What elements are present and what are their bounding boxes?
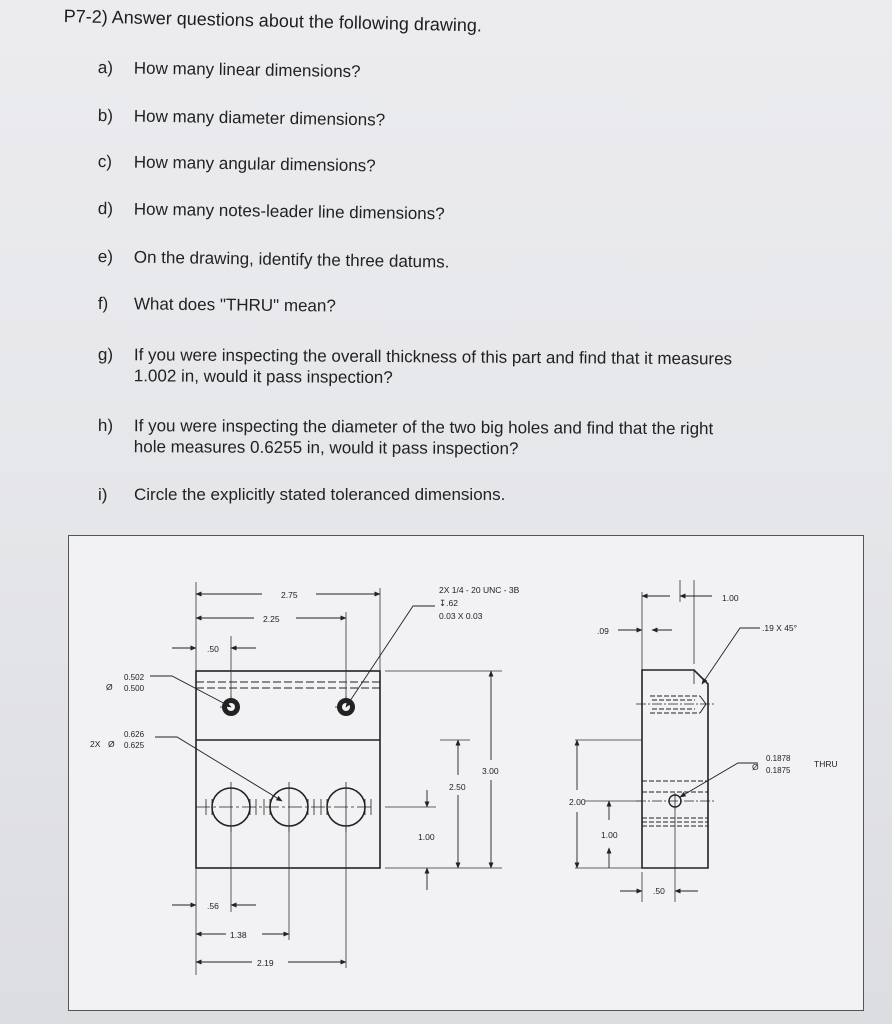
dim-3-00: 3.00 bbox=[482, 766, 499, 776]
diameter-symbol: Ø bbox=[108, 739, 115, 749]
dim-2-25: 2.25 bbox=[263, 614, 280, 624]
question-letter: i) bbox=[98, 485, 108, 504]
dimension-text-side: 1.00 .09 .19 X 45° Ø 0.1878 0.1875 THRU … bbox=[569, 593, 838, 896]
front-view bbox=[195, 670, 381, 869]
drawing-frame bbox=[68, 535, 864, 1011]
dim-1-00-side: 1.00 bbox=[601, 830, 618, 840]
diameter-symbol: Ø bbox=[106, 682, 113, 692]
dim-0-09: .09 bbox=[597, 626, 609, 636]
question-i: i) Circle the explicitly stated tolerance… bbox=[98, 484, 505, 505]
dim-0-625: 0.625 bbox=[124, 741, 145, 750]
dim-2-00: 2.00 bbox=[569, 797, 586, 807]
dim-1-38: 1.38 bbox=[230, 930, 247, 940]
dimension-text-front: 2.75 2.25 .50 Ø 0.502 0.500 2X Ø 0.626 0… bbox=[90, 585, 520, 968]
dim-2-19: 2.19 bbox=[257, 958, 274, 968]
tapped-hole-tip bbox=[699, 695, 707, 714]
thread-note-2: ↧.62 bbox=[439, 598, 458, 608]
dim-1-00-top: 1.00 bbox=[722, 593, 739, 603]
extension-lines-side bbox=[575, 580, 695, 902]
dim-2x: 2X bbox=[90, 739, 101, 749]
dim-0-502: 0.502 bbox=[124, 673, 145, 682]
dim-0-50-side: .50 bbox=[653, 886, 665, 896]
dim-0-626: 0.626 bbox=[124, 730, 145, 739]
dimension-lines-front bbox=[172, 591, 494, 965]
dim-2-50: 2.50 bbox=[449, 782, 466, 792]
dim-0-56: .56 bbox=[207, 901, 219, 911]
front-view-outline bbox=[195, 670, 381, 869]
dim-0-50: .50 bbox=[207, 644, 219, 654]
centerlines-side bbox=[636, 703, 714, 802]
dim-2-75: 2.75 bbox=[281, 590, 298, 600]
dim-0-1878: 0.1878 bbox=[766, 754, 791, 763]
dim-0-1875: 0.1875 bbox=[766, 766, 791, 775]
leader-lines-side bbox=[679, 627, 760, 798]
hidden-lines-front bbox=[196, 681, 380, 689]
chamfer-note: .19 X 45° bbox=[762, 623, 797, 633]
side-small-hole bbox=[668, 793, 682, 809]
big-hole-centermarks bbox=[205, 782, 372, 832]
dimension-lines-side bbox=[574, 593, 712, 894]
side-view-outline bbox=[641, 669, 709, 869]
extension-lines-front bbox=[195, 582, 502, 975]
leader-lines-front bbox=[150, 605, 435, 802]
thread-note-3: 0.03 X 0.03 bbox=[439, 611, 483, 621]
side-view bbox=[641, 669, 709, 869]
thru-note: THRU bbox=[814, 759, 838, 769]
thread-note-1: 2X 1/4 - 20 UNC - 3B bbox=[439, 585, 520, 595]
dim-1-00-front: 1.00 bbox=[418, 832, 435, 842]
diameter-symbol: Ø bbox=[752, 762, 759, 772]
dim-0-500: 0.500 bbox=[124, 684, 145, 693]
question-text: Circle the explicitly stated toleranced … bbox=[134, 485, 506, 504]
